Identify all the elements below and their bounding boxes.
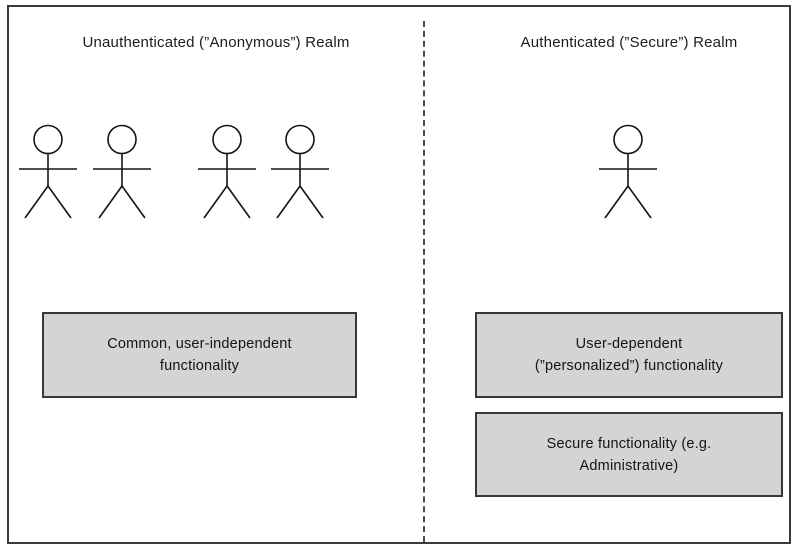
right-realm-actor-group <box>598 124 658 220</box>
stick-figure-actor-icon <box>92 124 152 220</box>
left-realm-actor-group <box>18 124 330 220</box>
stick-figure-actor-icon <box>18 124 78 220</box>
stick-figure-actor-icon <box>598 124 658 220</box>
secure-functionality-label: Secure functionality (e.g. Administrativ… <box>546 435 712 474</box>
secure-functionality-box: Secure functionality (e.g. Administrativ… <box>475 412 783 497</box>
common-functionality-box: Common, user-independent functionality <box>42 312 357 398</box>
personalized-functionality-label: User-dependent (”personalized”) function… <box>534 336 724 374</box>
diagram-frame: Unauthenticated (”Anonymous”) Realm Auth… <box>7 5 791 544</box>
right-realm-title: Authenticated (”Secure”) Realm <box>520 34 738 51</box>
personalized-functionality-box: User-dependent (”personalized”) function… <box>475 312 783 398</box>
common-functionality-label: Common, user-independent functionality <box>107 336 292 374</box>
stick-figure-actor-icon <box>270 124 330 220</box>
realm-divider-line <box>423 21 425 542</box>
stick-figure-actor-icon <box>197 124 257 220</box>
left-realm-title: Unauthenticated (”Anonymous”) Realm <box>82 34 350 51</box>
